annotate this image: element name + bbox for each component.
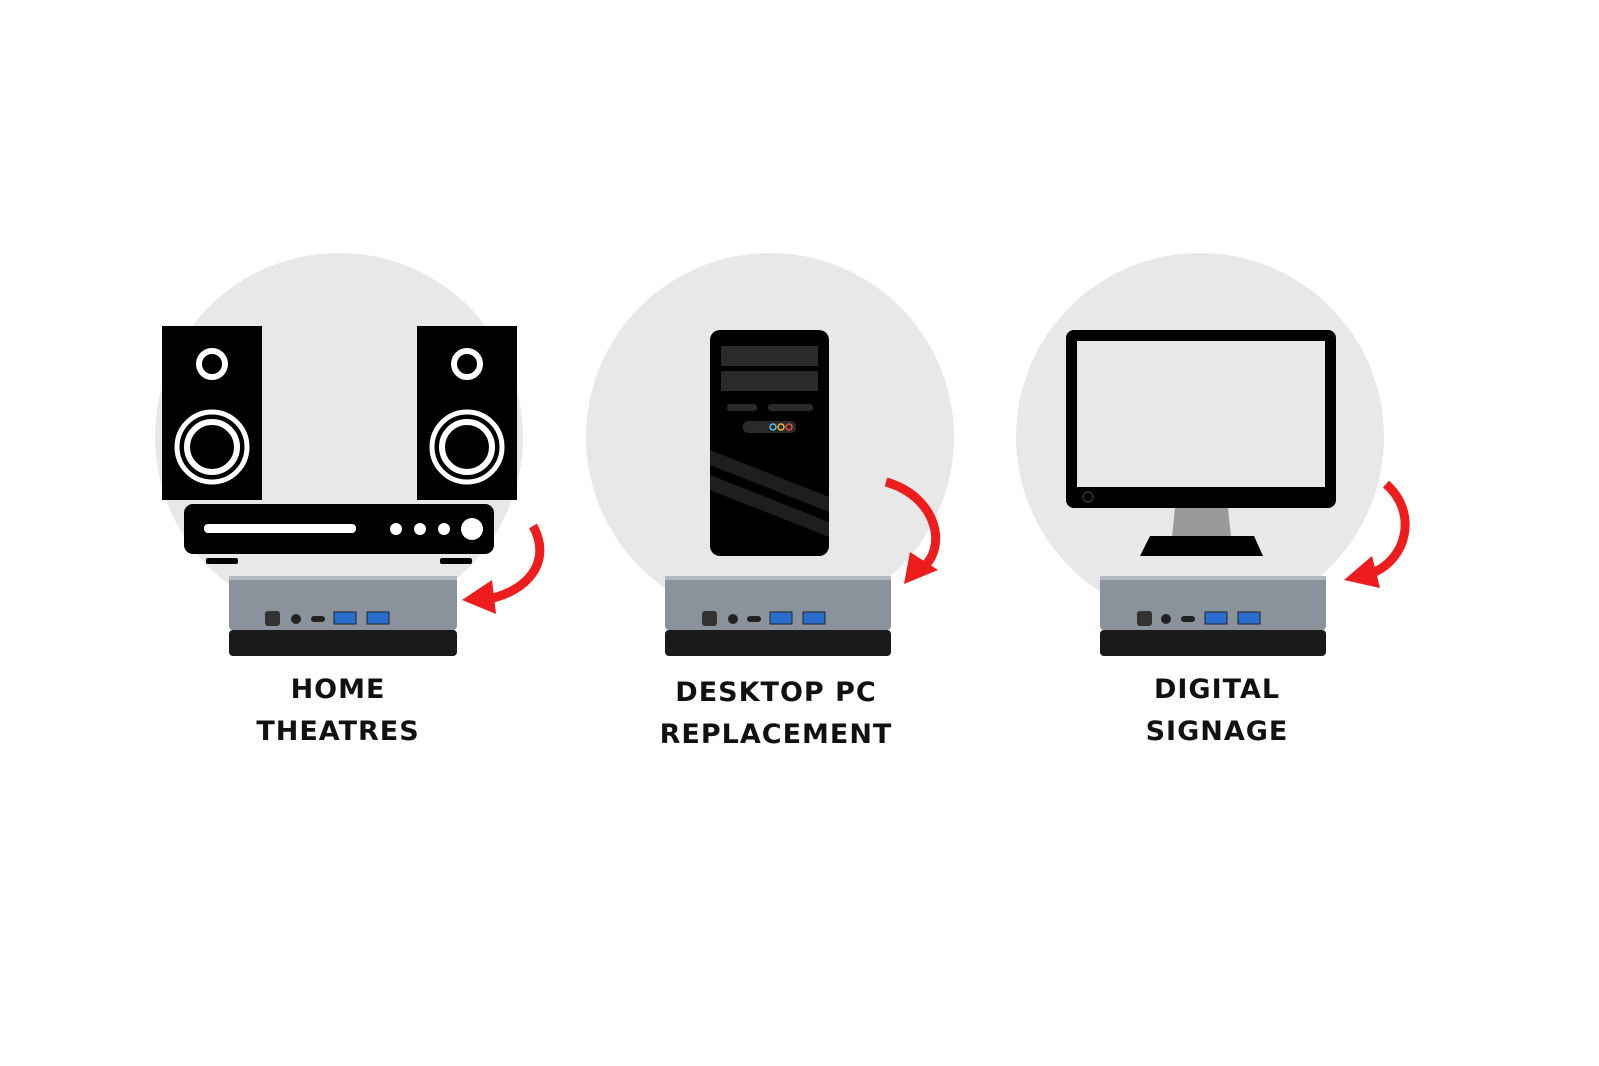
label-digital-signage: DIGITAL SIGNAGE (1047, 669, 1387, 753)
label-line-2: REPLACEMENT (659, 719, 893, 750)
label-line-1: DESKTOP PC (675, 677, 877, 708)
label-line-2: SIGNAGE (1145, 716, 1289, 747)
label-line-1: DIGITAL (1153, 674, 1281, 705)
label-home-theatres: HOME THEATRES (168, 669, 508, 753)
label-line-1: HOME (290, 674, 386, 705)
label-line-2: THEATRES (256, 716, 420, 747)
label-desktop-pc-replacement: DESKTOP PC REPLACEMENT (606, 672, 946, 756)
